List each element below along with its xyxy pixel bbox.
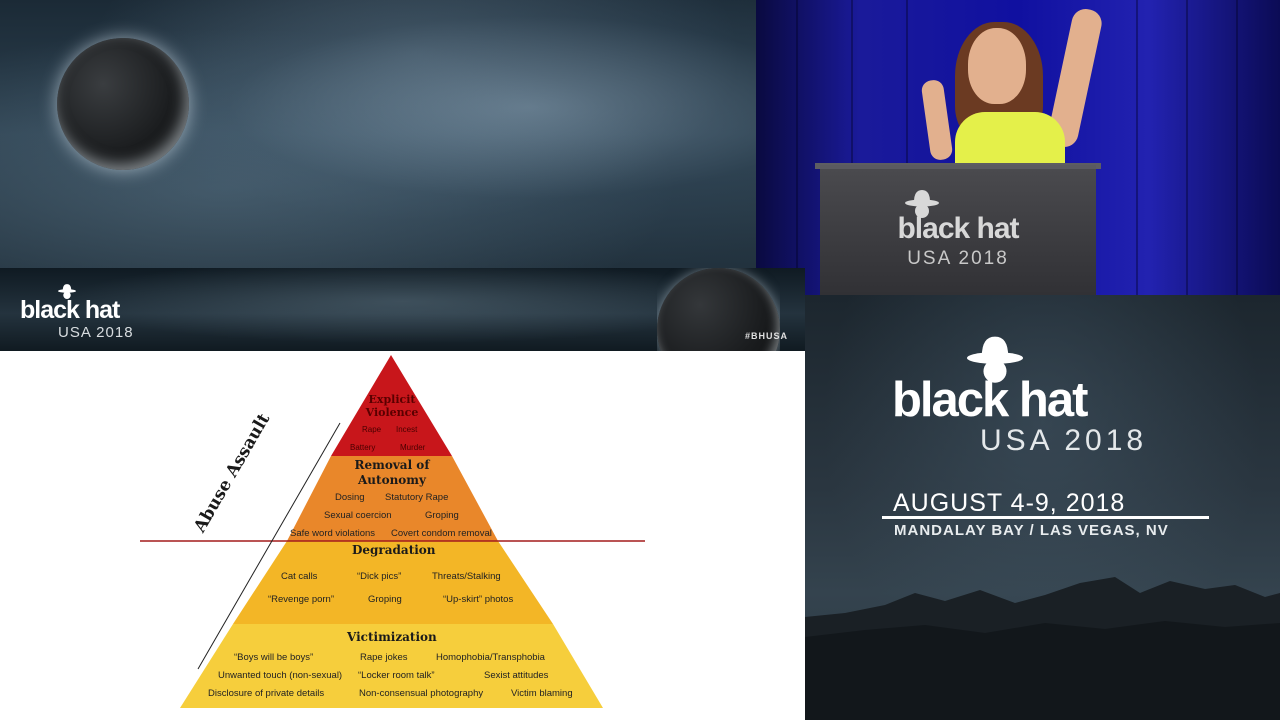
tier-item: Rape jokes xyxy=(360,652,408,663)
slide-edition: USA 2018 xyxy=(58,324,134,341)
tier-item: Non-consensual photography xyxy=(359,688,483,699)
tier-item: “Revenge porn” xyxy=(268,594,334,605)
speaker-body xyxy=(955,112,1065,170)
tier-item: Covert condom removal xyxy=(391,528,492,539)
tier-item: “Locker room talk” xyxy=(358,670,435,681)
promo-dates: AUGUST 4-9, 2018 xyxy=(893,489,1125,518)
tier-title: Removal of Autonomy xyxy=(347,458,437,488)
slide-brand: black hat xyxy=(20,296,119,325)
tier-item: Homophobia/Transphobia xyxy=(436,652,545,663)
tier-item: “Boys will be boys” xyxy=(234,652,313,663)
tier-item: Safe word violations xyxy=(290,528,375,539)
promo-venue: MANDALAY BAY / LAS VEGAS, NV xyxy=(894,522,1169,539)
tier-title: Victimization xyxy=(347,630,437,644)
tier-item: Groping xyxy=(368,594,402,605)
tier-item: Rape xyxy=(362,425,381,434)
mountain-silhouette xyxy=(805,575,1280,720)
slide-hashtag: #BHUSA xyxy=(745,331,788,341)
speaker-face xyxy=(968,28,1026,104)
tier-item: “Up-skirt” photos xyxy=(443,594,513,605)
tier-item: Battery xyxy=(350,443,375,452)
tier-item: Statutory Rape xyxy=(385,492,448,503)
tier-item: Dosing xyxy=(335,492,365,503)
promo-edition: USA 2018 xyxy=(980,424,1147,458)
promo-brand: black hat xyxy=(892,372,1086,428)
tier-item: Murder xyxy=(400,443,425,452)
tier-item: Victim blaming xyxy=(511,688,573,699)
tier-item: Groping xyxy=(425,510,459,521)
tier-item: “Dick pics” xyxy=(357,571,401,582)
tier-item: Incest xyxy=(396,425,417,434)
tier-title: Explicit Violence xyxy=(351,393,433,419)
podium-edition: USA 2018 xyxy=(840,248,1076,270)
tier-item: Cat calls xyxy=(281,571,317,582)
tier-item: Sexist attitudes xyxy=(484,670,548,681)
tier-title: Degradation xyxy=(352,543,436,557)
promo-divider xyxy=(882,516,1209,519)
eclipse-moon-image xyxy=(57,38,189,170)
tier-item: Threats/Stalking xyxy=(432,571,501,582)
podium-brand: black hat xyxy=(840,212,1076,246)
tier-item: Sexual coercion xyxy=(324,510,392,521)
tier-item: Disclosure of private details xyxy=(208,688,324,699)
tier-item: Unwanted touch (non-sexual) xyxy=(218,670,342,681)
